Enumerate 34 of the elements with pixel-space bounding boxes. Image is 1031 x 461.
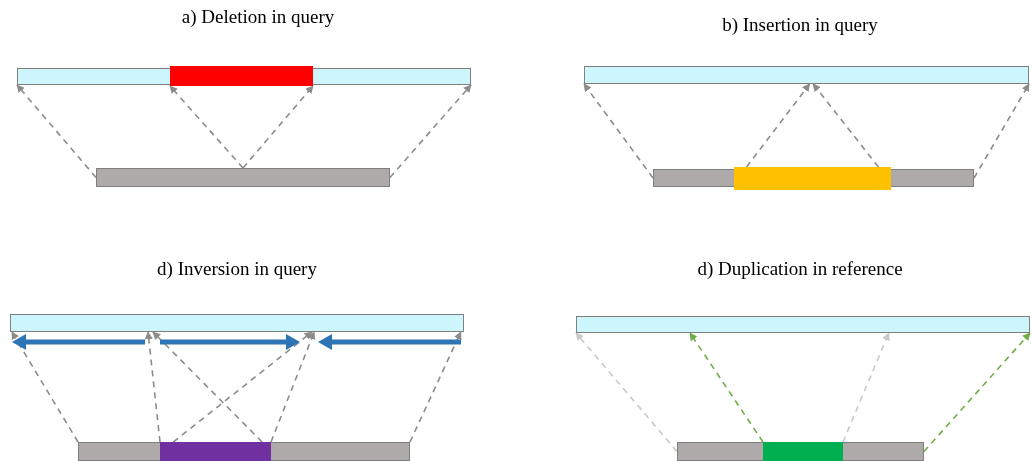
dashed-arrow [11,331,79,443]
sequence-bar [78,442,410,461]
sequence-bar [584,66,1029,84]
dashed-arrow [409,331,462,443]
dashed-arrow [812,83,880,168]
sequence-segment [160,442,271,461]
sequence-bar [653,169,974,187]
panel-title: d) Duplication in reference [697,258,903,280]
dashed-arrow [923,332,1031,453]
sequence-segment [763,442,843,461]
sequence-segment [734,167,891,190]
dashed-arrow [973,83,1030,179]
dashed-arrow [242,85,314,169]
panel-title: b) Insertion in query [722,14,878,36]
sequence-bar [677,442,924,461]
dashed-arrow [172,331,313,443]
dashed-arrow [689,332,764,443]
dashed-arrow [575,332,678,453]
dashed-arrow [842,332,890,443]
sequence-bar [10,314,464,332]
dashed-arrow [270,331,316,443]
sequence-segment [170,66,313,86]
sequence-bar [576,316,1030,333]
panel-title: d) Inversion in query [157,258,317,280]
dashed-arrow [144,331,161,443]
dashed-arrow [152,331,263,443]
dashed-arrow [16,84,97,179]
panel-title: a) Deletion in query [181,6,335,28]
dashed-arrow [169,85,244,169]
dashed-arrow [583,83,654,179]
dashed-arrow [389,84,472,179]
sequence-bar [96,168,390,187]
sequence-bar [17,68,471,85]
dashed-arrow [745,83,811,168]
